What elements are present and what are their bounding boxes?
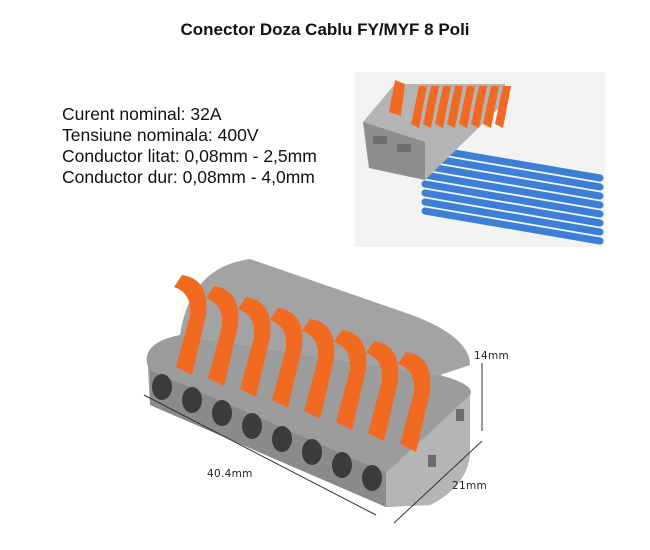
- spec-rated-current: Curent nominal: 32A: [62, 104, 222, 124]
- lever: [459, 86, 475, 128]
- lever: [423, 86, 439, 128]
- wire-hole: [302, 439, 322, 465]
- wire-hole: [272, 426, 292, 452]
- dimension-depth: 21mm: [452, 480, 488, 492]
- lever: [366, 341, 399, 441]
- wire-hole: [212, 400, 232, 426]
- lever: [398, 352, 431, 452]
- connector-with-wires-photo: [355, 72, 605, 247]
- wire-hole: [152, 374, 172, 400]
- connector-photo: [143, 259, 483, 524]
- lever: [206, 286, 239, 386]
- lever: [334, 330, 367, 430]
- page-title: Conector Doza Cablu FY/MYF 8 Poli: [180, 20, 470, 39]
- lever: [270, 308, 303, 408]
- wire: [421, 189, 604, 227]
- wire: [421, 207, 604, 245]
- wire: [421, 153, 604, 191]
- wire-hole: [362, 465, 382, 491]
- lever: [238, 297, 271, 397]
- spec-solid-conductor: Conductor dur: 0,08mm - 4,0mm: [62, 167, 315, 187]
- wire: [421, 198, 604, 236]
- wire: [421, 144, 604, 182]
- lever: [483, 86, 499, 128]
- lever: [471, 86, 487, 128]
- lever: [302, 319, 335, 419]
- lever: [447, 86, 463, 128]
- lever: [495, 86, 511, 128]
- lever: [174, 275, 207, 375]
- wire-hole: [332, 452, 352, 478]
- wire-hole: [242, 413, 262, 439]
- dimension-length: 40.4mm: [207, 468, 253, 480]
- spec-rated-voltage: Tensiune nominala: 400V: [62, 125, 259, 145]
- wire: [421, 171, 604, 209]
- spec-list: Curent nominal: 32A Tensiune nominala: 4…: [62, 104, 317, 188]
- wire: [421, 162, 604, 200]
- dimension-height: 14mm: [474, 350, 510, 362]
- lever: [435, 86, 451, 128]
- wire: [421, 180, 604, 218]
- wire-hole: [182, 387, 202, 413]
- lever: [411, 86, 427, 128]
- spec-stranded-conductor: Conductor litat: 0,08mm - 2,5mm: [62, 146, 317, 166]
